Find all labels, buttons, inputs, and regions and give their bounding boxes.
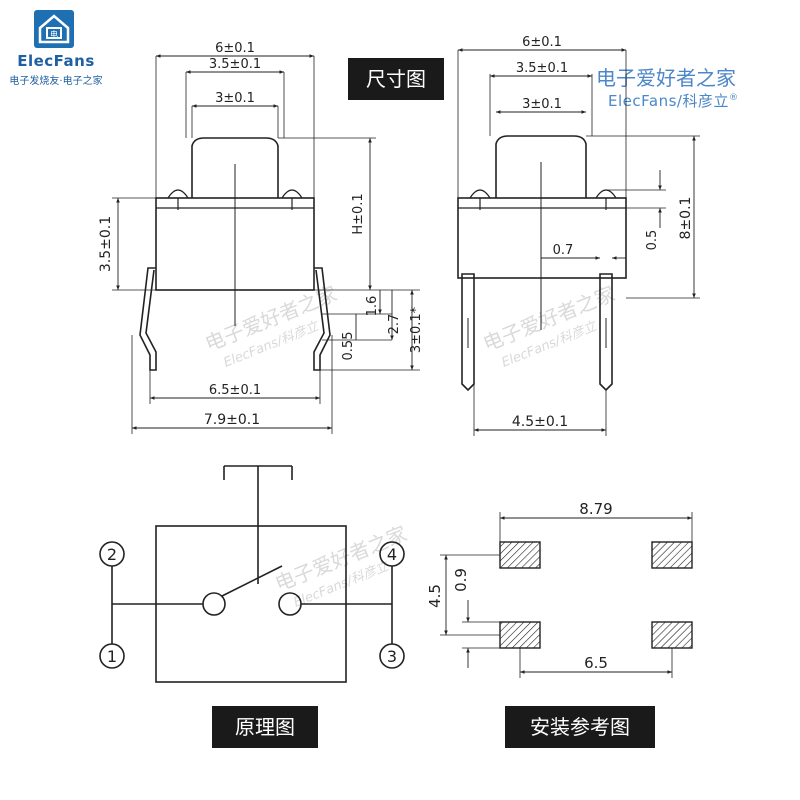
dim-side-4-5: 4.5±0.1: [512, 414, 568, 430]
pin-3-label: 3: [387, 647, 397, 666]
side-leg-right: [599, 273, 613, 392]
pin-4-label: 4: [387, 545, 397, 564]
pad-top-right: [651, 541, 693, 569]
pin-2-label: 2: [107, 545, 117, 564]
watermark-title: 电子爱好者之家: [596, 66, 736, 90]
dim-front-3-star: 3±0.1*: [409, 306, 424, 353]
elecfans-logo: 电 ElecFans 电子发烧友·电子之家: [8, 10, 104, 87]
front-leg-right: [313, 267, 331, 371]
pin-1-circle: [99, 643, 125, 669]
caption-dimensions: 尺寸图: [348, 58, 444, 100]
front-plunger: [191, 137, 279, 198]
dim-front-6-5: 6.5±0.1: [209, 383, 261, 398]
pin-3-circle: [379, 643, 405, 669]
front-bump-left: [167, 189, 189, 199]
dim-footprint-4-5: 4.5: [426, 584, 444, 608]
pin-2-circle: [99, 541, 125, 567]
contact-left: [202, 592, 226, 616]
logo-brand-text: ElecFans: [17, 52, 95, 70]
dim-front-6: 6±0.1: [215, 41, 255, 56]
dim-side-0-7: 0.7: [553, 243, 574, 258]
caption-footprint: 安装参考图: [505, 706, 655, 748]
dim-side-8: 8±0.1: [678, 197, 694, 240]
side-leg-left: [461, 273, 475, 392]
svg-text:电: 电: [50, 29, 58, 39]
dim-front-h: H±0.1: [351, 193, 366, 234]
front-bump-right: [281, 189, 303, 199]
dim-side-6: 6±0.1: [522, 35, 562, 50]
front-leg-left: [139, 267, 157, 371]
pin-1-label: 1: [107, 647, 117, 666]
dim-footprint-6-5: 6.5: [584, 654, 608, 672]
footprint-diagram: [440, 512, 693, 678]
dim-footprint-0-9: 0.9: [452, 568, 470, 592]
pin-4-circle: [379, 541, 405, 567]
dim-front-7-9: 7.9±0.1: [204, 412, 260, 428]
dim-side-3-5: 3.5±0.1: [516, 61, 568, 76]
contact-right: [278, 592, 302, 616]
dim-front-3-5: 3.5±0.1: [209, 57, 261, 72]
dim-side-3: 3±0.1: [522, 97, 562, 112]
side-body: [457, 197, 627, 279]
front-view: [112, 54, 420, 434]
dim-front-3: 3±0.1: [215, 91, 255, 106]
logo-cn-text: 电子发烧友·电子之家: [9, 76, 103, 87]
side-view: [457, 48, 700, 436]
dim-side-0-5: 0.5: [645, 230, 660, 251]
pad-bottom-right: [651, 621, 693, 649]
switch-arm: [221, 565, 283, 597]
dim-front-2-7: 2.7: [387, 314, 402, 335]
side-plunger: [495, 135, 587, 198]
pad-top-left: [499, 541, 541, 569]
dim-front-0-55: 0.55: [341, 332, 356, 361]
dim-footprint-8-79: 8.79: [579, 500, 612, 518]
pad-bottom-left: [499, 621, 541, 649]
logo-chip-icon: 电: [34, 10, 74, 48]
caption-schematic: 原理图: [212, 706, 318, 748]
watermark-subtitle: ElecFans/科彦立®: [608, 92, 739, 110]
dim-front-body: 3.5±0.1: [98, 216, 114, 272]
dim-front-1-6: 1.6: [365, 296, 380, 317]
side-bump-right: [595, 189, 617, 199]
schematic-diagram: [99, 465, 405, 683]
side-bump-left: [469, 189, 491, 199]
